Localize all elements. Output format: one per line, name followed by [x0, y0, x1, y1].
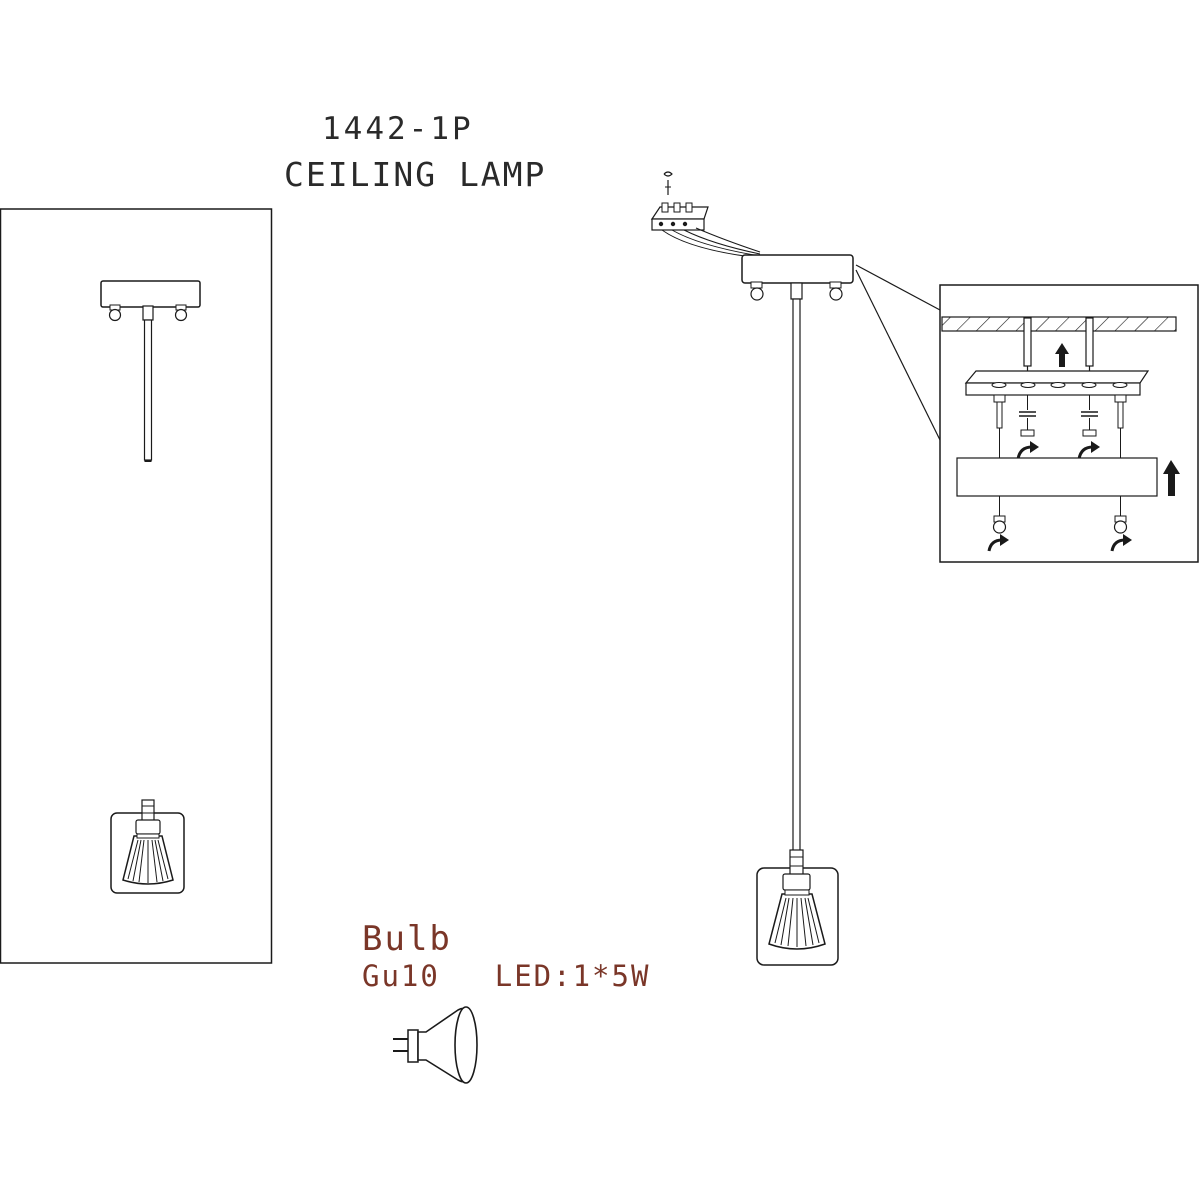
curved-arrow-icon — [1110, 534, 1132, 552]
anchor-nut-left — [1019, 395, 1036, 437]
installed-hinge — [789, 849, 804, 877]
front-rod — [143, 319, 153, 461]
installed-rod — [792, 298, 801, 852]
up-arrow-icon — [1163, 460, 1180, 496]
front-view-frame — [0, 208, 273, 964]
curved-arrow-icon — [987, 534, 1009, 552]
front-hinge — [141, 799, 155, 823]
installed-view — [650, 171, 941, 966]
model-number: 1442-1P — [322, 111, 474, 147]
installed-canopy-screw-right — [829, 281, 843, 301]
mounting-bracket — [964, 370, 1150, 396]
front-canopy — [100, 280, 201, 308]
product-name: CEILING LAMP — [284, 155, 547, 194]
front-bulb — [122, 833, 174, 885]
callout-line-bottom — [855, 269, 941, 441]
bulb-title: Bulb — [362, 919, 452, 959]
installed-canopy — [741, 254, 854, 284]
cap-nut-left — [992, 515, 1007, 534]
up-arrow-icon — [1055, 343, 1069, 367]
installed-socket — [782, 873, 811, 891]
bulb-spec: Gu10 LED:1*5W — [362, 959, 651, 993]
curved-arrow-icon — [1077, 441, 1100, 460]
anchor-nut-right — [1081, 395, 1098, 437]
front-canopy-screw-right — [174, 304, 188, 322]
cap-nut-right — [1113, 515, 1128, 534]
installed-canopy-screw-left — [750, 281, 764, 301]
curved-arrow-icon — [1016, 441, 1039, 460]
ceiling-surface — [941, 316, 1177, 332]
front-socket — [135, 819, 161, 835]
front-cord-grip — [142, 305, 154, 321]
installed-cord-grip — [790, 282, 803, 300]
detail-canopy-plate — [956, 457, 1158, 497]
callout-line-top — [855, 264, 941, 311]
front-canopy-screw-left — [108, 304, 122, 322]
installed-bulb — [768, 889, 826, 950]
supply-wires — [661, 227, 761, 259]
bulb-gu10-illustration — [393, 1006, 478, 1084]
terminal-block — [650, 171, 709, 231]
front-view — [0, 208, 273, 964]
installation-detail — [939, 284, 1199, 563]
